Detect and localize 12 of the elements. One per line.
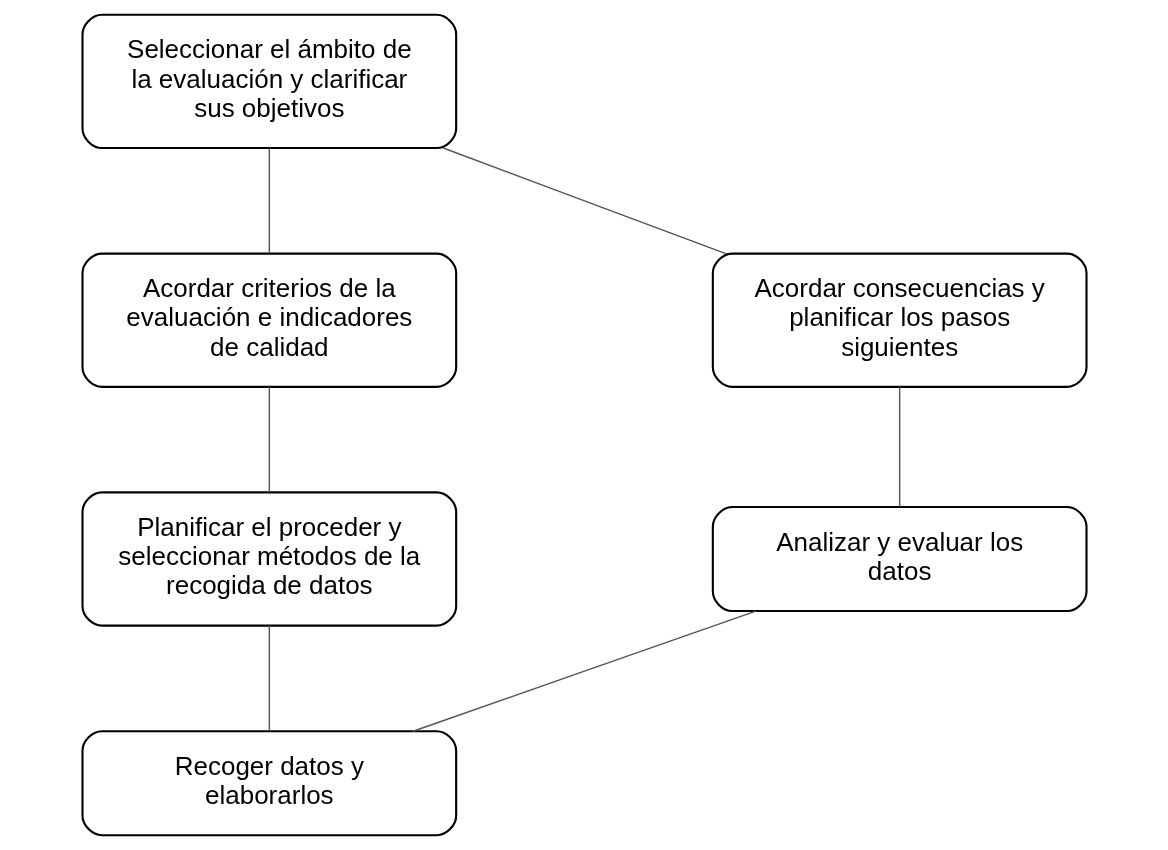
node-box: Analizar y evaluar los datos bbox=[711, 506, 1088, 613]
connector bbox=[268, 147, 270, 255]
node-box: Acordar consecuencias y planificar los pasos siguientes bbox=[711, 252, 1088, 388]
connector bbox=[442, 147, 726, 255]
connector bbox=[898, 386, 900, 508]
node-box: Planificar el proceder y seleccionar métodos de la recogida de datos bbox=[80, 491, 457, 627]
node-box: Recoger datos y elaborarlos bbox=[80, 730, 457, 837]
node-box: Acordar criterios de la evaluación e indicadores de calidad bbox=[80, 252, 457, 388]
node-box: Seleccionar el ámbito de la evaluación y clarificar sus objetivos bbox=[80, 13, 457, 150]
connector bbox=[411, 610, 757, 732]
connector bbox=[268, 386, 270, 493]
connector bbox=[268, 625, 270, 732]
